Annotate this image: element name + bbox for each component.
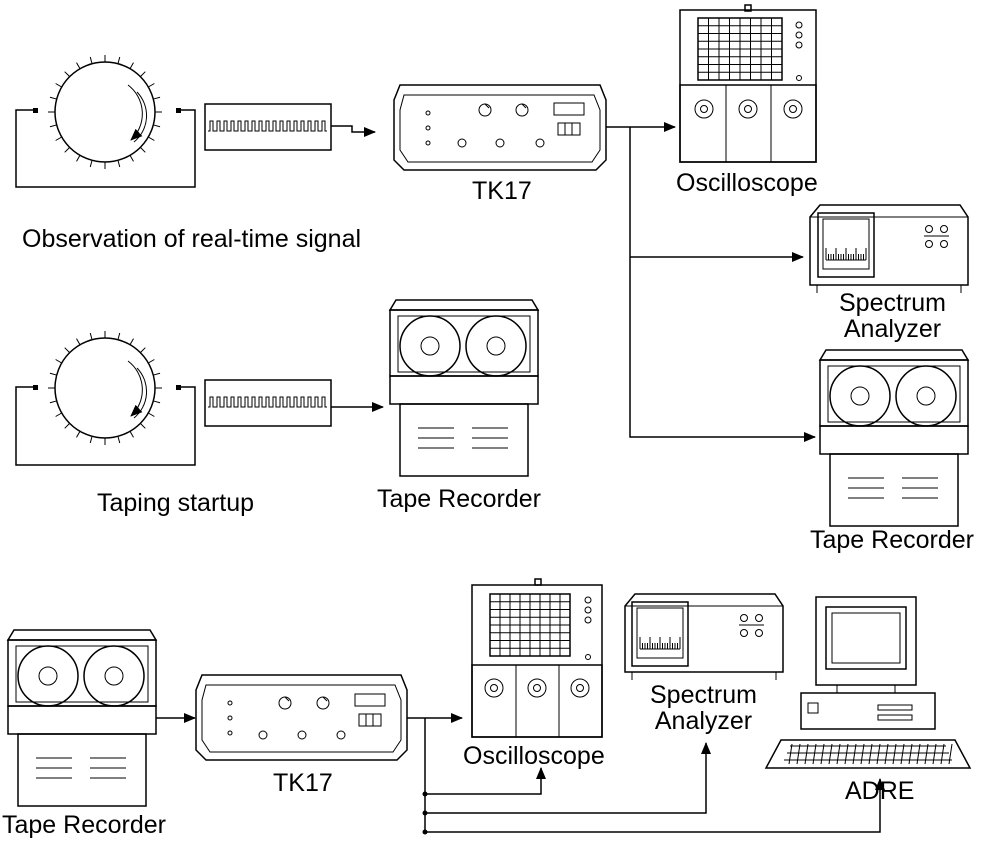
spectrum-analyzer-right-label: Spectrum Analyzer	[839, 290, 946, 343]
spectrum-analyzer-bottom	[624, 593, 784, 680]
tape-recorder-middle-label: Tape Recorder	[377, 485, 541, 513]
spectrum-bottom-line1: Spectrum	[650, 681, 757, 709]
pulse-signal-box-top	[204, 103, 376, 151]
oscilloscope-bottom	[471, 578, 603, 738]
shaft-probe-middle	[15, 331, 196, 466]
tk17-unit-bottom	[195, 674, 408, 761]
tk17-bottom-output-lines	[407, 713, 885, 835]
pulse-signal-box-middle	[204, 379, 384, 427]
adre-label: ADRE	[845, 777, 915, 805]
tk17-top-label: TK17	[472, 177, 532, 205]
tk17-top-output-lines	[606, 122, 816, 442]
tape-recorder-right	[818, 349, 970, 527]
tk17-bottom-label: TK17	[273, 769, 333, 797]
spectrum-analyzer-right	[809, 204, 969, 293]
oscilloscope-top-label: Oscilloscope	[676, 169, 818, 197]
tape-recorder-bottom	[6, 629, 158, 807]
oscilloscope-top	[679, 4, 817, 163]
tape-recorder-middle	[388, 299, 540, 477]
spectrum-right-line2: Analyzer	[843, 315, 942, 344]
spectrum-right-line1: Spectrum	[839, 289, 946, 317]
tk17-unit-top	[393, 84, 607, 171]
spectrum-bottom-line2: Analyzer	[654, 707, 753, 736]
observation-caption: Observation of real-time signal	[22, 225, 362, 253]
adre-computer	[764, 596, 972, 769]
taping-caption: Taping startup	[97, 489, 255, 517]
tape-recorder-bottom-label: Tape Recorder	[2, 811, 166, 839]
spectrum-analyzer-bottom-label: Spectrum Analyzer	[650, 682, 757, 735]
tape-recorder-right-label: Tape Recorder	[810, 526, 974, 554]
oscilloscope-bottom-label: Oscilloscope	[463, 742, 605, 770]
shaft-probe-top	[15, 55, 196, 188]
